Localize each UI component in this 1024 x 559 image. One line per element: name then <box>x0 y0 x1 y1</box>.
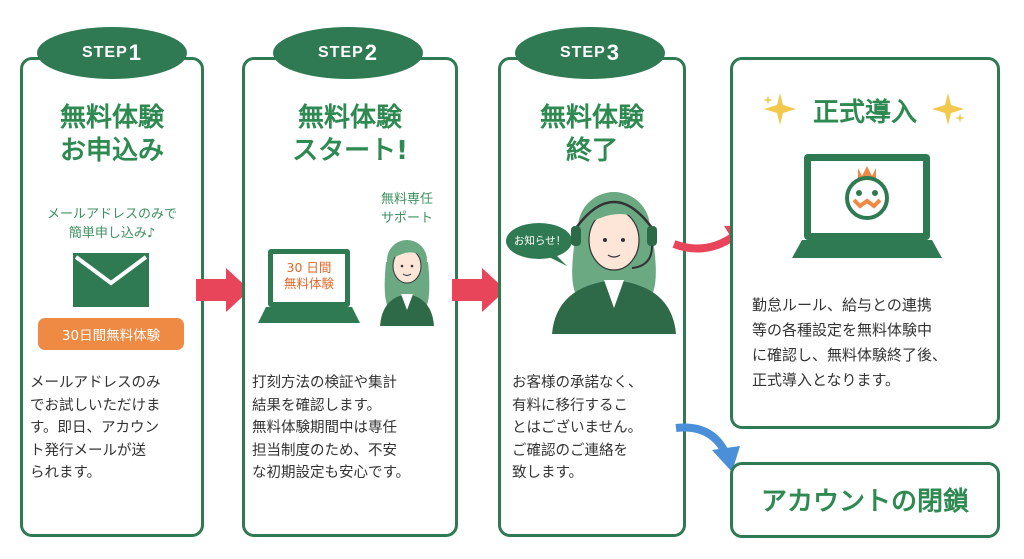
laptop-icon <box>258 249 360 323</box>
adoption-body-line: 正式導入となります。 <box>752 371 901 389</box>
step1-body-line: られます。 <box>30 465 102 481</box>
step2-label: STEP <box>317 44 364 61</box>
step2-body-line: 打刻方法の検証や集計 <box>252 375 397 391</box>
trial-30day-badge: 30日間無料体験 <box>38 318 184 350</box>
step1-title: 無料体験 お申込み <box>20 102 204 168</box>
support-label-line1: 無料専任 <box>380 192 433 207</box>
step3-body-line: 致します。 <box>512 465 584 481</box>
step2-badge: STEP 2 <box>273 27 423 79</box>
adoption-body-line: 勤怠ルール、給与との連携 <box>752 296 932 314</box>
step3-badge: STEP 3 <box>515 27 665 79</box>
closure-title: アカウントの閉鎖 <box>760 487 969 517</box>
step3-number: 3 <box>606 40 621 65</box>
step1-number: 1 <box>128 40 143 65</box>
arrow-right-icon <box>196 268 250 312</box>
laptop-text-line2: 無料体験 <box>283 276 334 291</box>
step1-label: STEP <box>81 44 128 61</box>
speech-bubble-text: お知らせ！ <box>513 235 567 247</box>
step1-title-line2: お申込み <box>59 136 164 166</box>
step3-label: STEP <box>559 44 606 61</box>
step1-body-line: す。即日、アカウン <box>30 420 160 436</box>
step3-body-line: ご確認のご連絡を <box>512 442 628 459</box>
adoption-body: 勤怠ルール、給与との連携 等の各種設定を無料体験中 に確認し、無料体験終了後、 … <box>752 293 996 393</box>
monitor-logo-icon <box>792 154 942 258</box>
step1-note-line1: メールアドレスのみで <box>46 207 177 222</box>
step1-body: メールアドレスのみ でお試しいただけま す。即日、アカウン ト発行メールが送 ら… <box>30 372 200 485</box>
adoption-body-line: 等の各種設定を無料体験中 <box>752 321 933 339</box>
step2-body-line: 結果を確認します。 <box>252 397 382 414</box>
support-label: 無料専任 サポート <box>362 190 452 228</box>
envelope-icon <box>73 253 149 307</box>
step3-body-line: とはございません。 <box>512 420 643 436</box>
step2-title-line2: スタート! <box>292 136 408 166</box>
step3-body: お客様の承諾なく、 有料に移行するこ とはございません。 ご確認のご連絡を 致し… <box>512 372 684 485</box>
operator-illustration <box>552 192 676 334</box>
step1-badge: STEP 1 <box>37 27 187 79</box>
speech-bubble <box>506 223 572 266</box>
step3-title-line1: 無料体験 <box>539 103 644 133</box>
laptop-screen-text: 30 日間 無料体験 <box>274 260 344 292</box>
laptop-text-line1: 30 日間 <box>286 260 332 275</box>
step1-title-line1: 無料体験 <box>59 103 164 133</box>
sparkle-icon <box>932 93 965 125</box>
support-label-line2: サポート <box>380 211 433 226</box>
step1-body-line: ト発行メールが送 <box>30 442 146 459</box>
step2-body-line: 無料体験期間中は専任 <box>252 420 397 436</box>
sparkle-icon <box>763 93 796 125</box>
closure-card <box>730 462 1000 538</box>
step2-body-line: 担当制度のため、不安 <box>252 442 397 459</box>
step3-title-line2: 終了 <box>565 136 618 166</box>
step1-body-line: でお試しいただけま <box>30 397 161 414</box>
arrow-right-icon <box>452 268 506 312</box>
step1-body-line: メールアドレスのみ <box>30 375 161 391</box>
step1-note-line2: 簡単申し込み♪ <box>68 226 156 241</box>
step2-body-line: な初期設定も安心です。 <box>252 465 411 481</box>
step3-body-line: お客様の承諾なく、 <box>512 375 643 391</box>
step2-title-line1: 無料体験 <box>297 103 402 133</box>
adoption-title: 正式導入 <box>812 98 917 128</box>
step2-number: 2 <box>364 40 379 65</box>
support-staff-illustration <box>380 240 434 326</box>
adoption-body-line: に確認し、無料体験終了後、 <box>752 346 948 364</box>
step3-body-line: 有料に移行するこ <box>512 397 628 414</box>
step2-body: 打刻方法の検証や集計 結果を確認します。 無料体験期間中は専任 担当制度のため、… <box>252 372 456 485</box>
step1-note: メールアドレスのみで 簡単申し込み♪ <box>22 205 202 243</box>
step2-title: 無料体験 スタート! <box>242 102 458 168</box>
step3-title: 無料体験 終了 <box>498 102 686 168</box>
